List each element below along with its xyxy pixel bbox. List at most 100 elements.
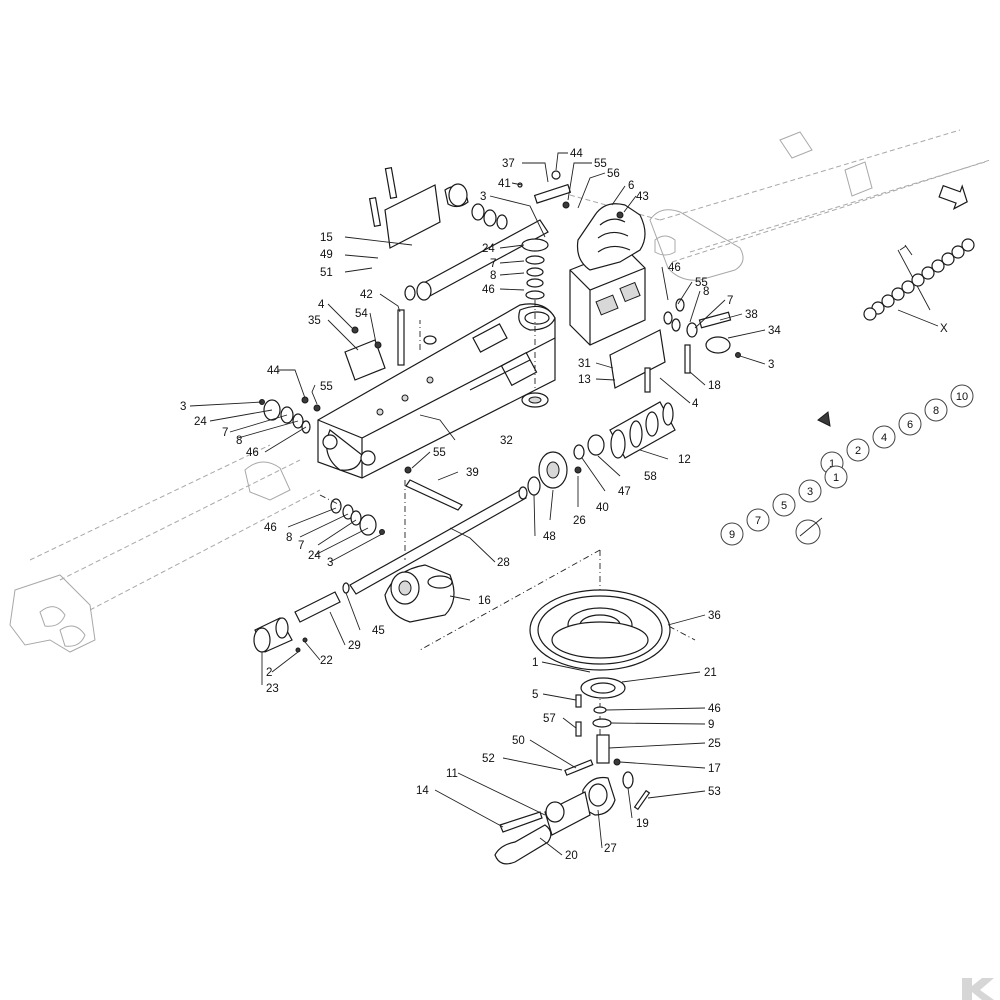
callout-12: 12	[678, 454, 691, 466]
callout-4: 4	[318, 299, 325, 311]
pivot-hardware-lower-left	[330, 498, 385, 536]
shaft-29	[294, 582, 350, 623]
direction-arrow-icon	[938, 184, 968, 210]
svg-text:1: 1	[833, 472, 839, 484]
callout-44: 44	[570, 148, 583, 160]
plate-31	[609, 329, 691, 393]
callout-14: 14	[416, 785, 429, 797]
svg-text:9: 9	[729, 529, 735, 541]
callout-55: 55	[320, 381, 333, 393]
callout-21: 21	[704, 667, 717, 679]
callout-26: 26	[573, 515, 586, 527]
washer-stack-center	[521, 238, 549, 408]
callout-4: 4	[692, 398, 699, 410]
callout-3: 3	[180, 401, 186, 413]
callout-7: 7	[490, 258, 496, 270]
gasket-21	[580, 677, 626, 699]
callout-7: 7	[727, 295, 733, 307]
callout-9: 9	[708, 719, 714, 731]
callout-36: 36	[708, 610, 721, 622]
badge-lower-9: 9	[720, 522, 744, 546]
callout-50: 50	[512, 735, 525, 747]
callout-46: 46	[708, 703, 721, 715]
callout-28: 28	[497, 557, 510, 569]
callout-17: 17	[708, 763, 721, 775]
callout-46: 46	[264, 522, 277, 534]
callout-8: 8	[490, 270, 496, 282]
callout-16: 16	[478, 595, 491, 607]
callout-8: 8	[703, 286, 709, 298]
plate-upper-left	[368, 167, 441, 249]
svg-text:8: 8	[933, 405, 939, 417]
callout-45: 45	[372, 625, 385, 637]
callout-56: 56	[607, 168, 620, 180]
svg-text:5: 5	[781, 500, 787, 512]
callout-3: 3	[327, 557, 333, 569]
callout-24: 24	[308, 550, 321, 562]
callout-55: 55	[695, 277, 708, 289]
blank-disc-icon	[795, 517, 823, 545]
callout-1: 1	[532, 657, 538, 669]
svg-text:4: 4	[881, 432, 887, 444]
hub-components	[575, 694, 621, 766]
callout-52: 52	[482, 753, 495, 765]
ghost-arm-upper-right	[569, 129, 991, 281]
badge-upper-6: 6	[898, 412, 922, 436]
callout-55: 55	[594, 158, 607, 170]
callout-35: 35	[308, 315, 321, 327]
long-shaft-28	[349, 486, 528, 595]
callout-11: 11	[446, 768, 458, 780]
callout-leaders	[189, 152, 766, 856]
badge-lower-7: 7	[746, 508, 770, 532]
callout-5: 5	[532, 689, 538, 701]
callout-23: 23	[266, 683, 279, 695]
callout-39: 39	[466, 467, 479, 479]
shaft-12	[573, 401, 676, 460]
callout-48: 48	[543, 531, 556, 543]
main-frame-32	[317, 303, 556, 479]
callout-29: 29	[348, 640, 361, 652]
rod-39	[405, 479, 463, 511]
badge-lower-3: 3	[798, 479, 822, 503]
callout-24: 24	[482, 243, 495, 255]
callout-42: 42	[360, 289, 373, 301]
svg-text:2: 2	[855, 445, 861, 457]
callout-55: 55	[433, 447, 446, 459]
callout-15: 15	[320, 232, 333, 244]
callout-18: 18	[708, 380, 721, 392]
badge-upper-4: 4	[872, 425, 896, 449]
badge-upper-2: 2	[846, 438, 870, 462]
svg-text:10: 10	[956, 391, 968, 403]
callout-20: 20	[565, 850, 578, 862]
callout-49: 49	[320, 249, 333, 261]
callout-51: 51	[320, 267, 333, 279]
svg-text:1: 1	[829, 458, 835, 470]
callout-44: 44	[267, 365, 280, 377]
callout-3: 3	[768, 359, 774, 371]
callout-47: 47	[618, 486, 631, 498]
badge-lower-5: 5	[772, 493, 796, 517]
callout-32: 32	[500, 435, 513, 447]
callout-31: 31	[578, 358, 591, 370]
washer-stack-top-left	[448, 183, 508, 230]
callout-24: 24	[194, 416, 207, 428]
pivot-hardware-left	[259, 396, 321, 434]
pin-37-assembly	[517, 170, 624, 219]
callout-40: 40	[596, 502, 609, 514]
plate-35	[344, 309, 405, 381]
gear-housing-16	[384, 564, 455, 623]
cutting-disc-36	[529, 589, 671, 671]
brand-logo	[962, 978, 994, 1000]
callout-34: 34	[768, 325, 781, 337]
callout-25: 25	[708, 738, 721, 750]
coupling-23	[253, 617, 308, 653]
callout-7: 7	[222, 427, 228, 439]
lower-gearbox-27	[494, 759, 651, 865]
svg-text:7: 7	[755, 515, 761, 527]
callout-57: 57	[543, 713, 556, 725]
callout-41: 41	[498, 178, 511, 190]
svg-text:6: 6	[907, 419, 913, 431]
callout-46: 46	[246, 447, 259, 459]
callout-8: 8	[286, 532, 292, 544]
cutter-chain-diagram: X	[863, 238, 975, 335]
